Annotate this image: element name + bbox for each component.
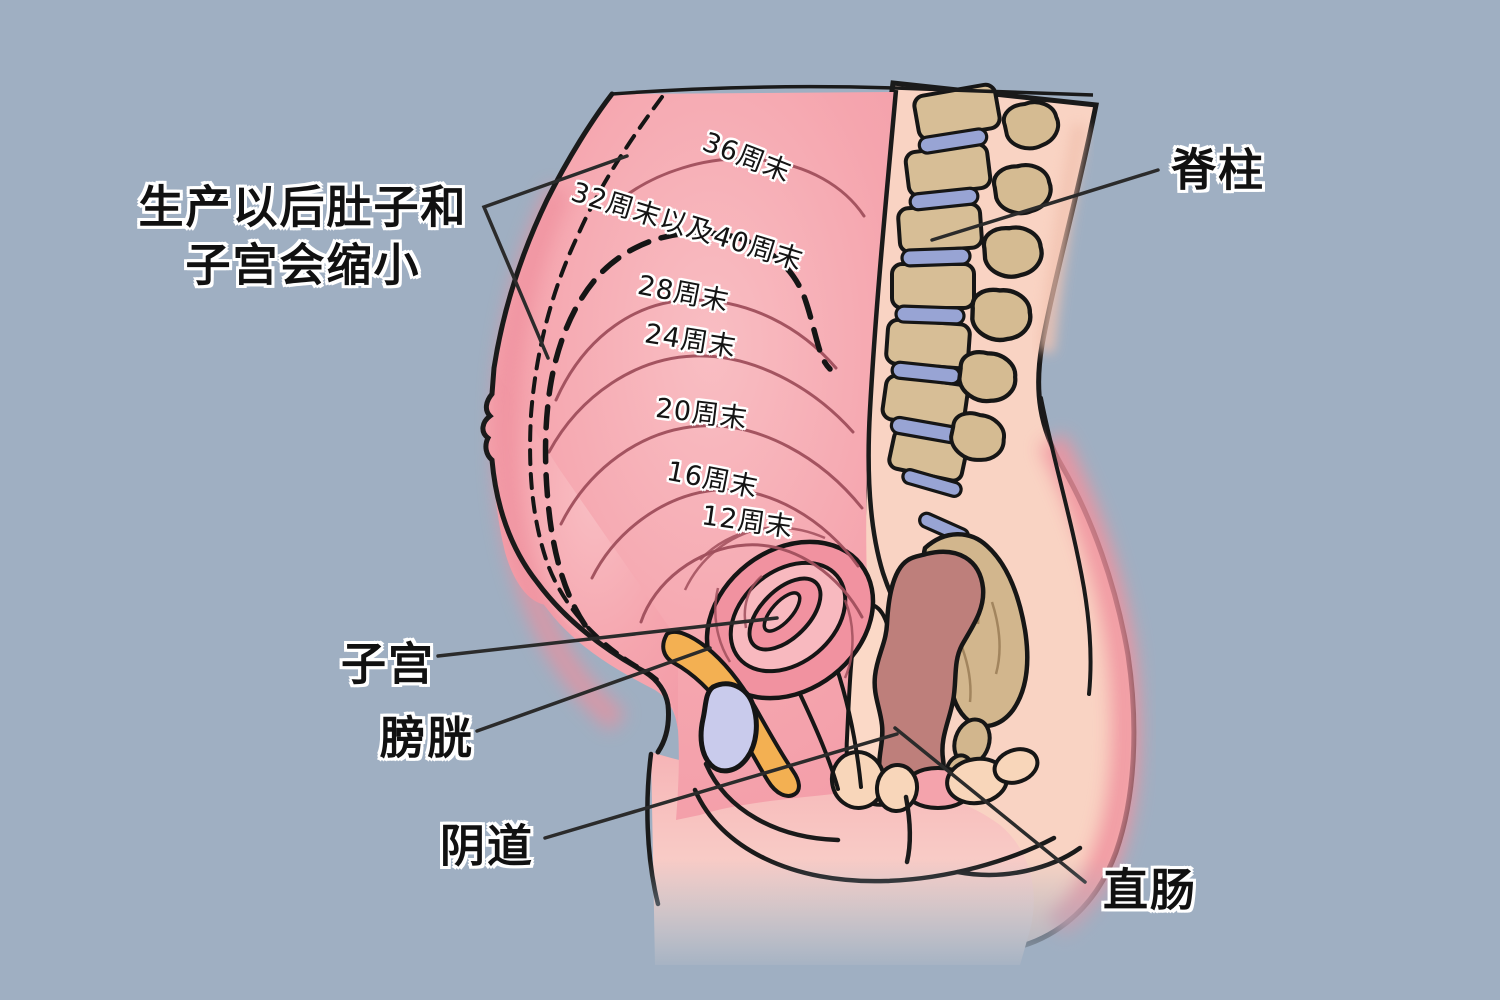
postpartum-note-line2: 子宫会缩小 <box>185 238 421 291</box>
pubic-symphysis-illustration <box>698 681 759 774</box>
vagina-label: 阴道 <box>439 819 535 873</box>
postpartum-note-label: 生产以后肚子和 子宫会缩小 <box>73 178 533 293</box>
week-arcs <box>547 157 866 624</box>
spinous-processes <box>949 100 1061 462</box>
postpartum-dashed-contours <box>528 95 833 688</box>
bladder-label: 膀胱 <box>379 711 475 765</box>
postpartum-note-leader <box>481 154 629 360</box>
postpartum-uterus-dashed-line <box>542 229 833 628</box>
postpartum-belly-dashed-line <box>528 95 666 688</box>
vagina-canal <box>798 664 863 791</box>
leader-lines <box>436 154 1160 884</box>
bladder-leader <box>475 646 712 733</box>
spine-label: 脊柱 <box>1170 143 1266 197</box>
bottom-fade <box>540 858 1220 1000</box>
vulva-lobe <box>992 747 1040 785</box>
uterus-leader <box>436 616 779 658</box>
vagina-leader <box>543 732 899 840</box>
spine-leader <box>930 168 1160 242</box>
uterus-label: 子宫 <box>340 637 436 691</box>
postpartum-note-line1: 生产以后肚子和 <box>138 180 468 234</box>
rectum-label: 直肠 <box>1102 863 1198 917</box>
rectum-leader <box>893 726 1087 884</box>
